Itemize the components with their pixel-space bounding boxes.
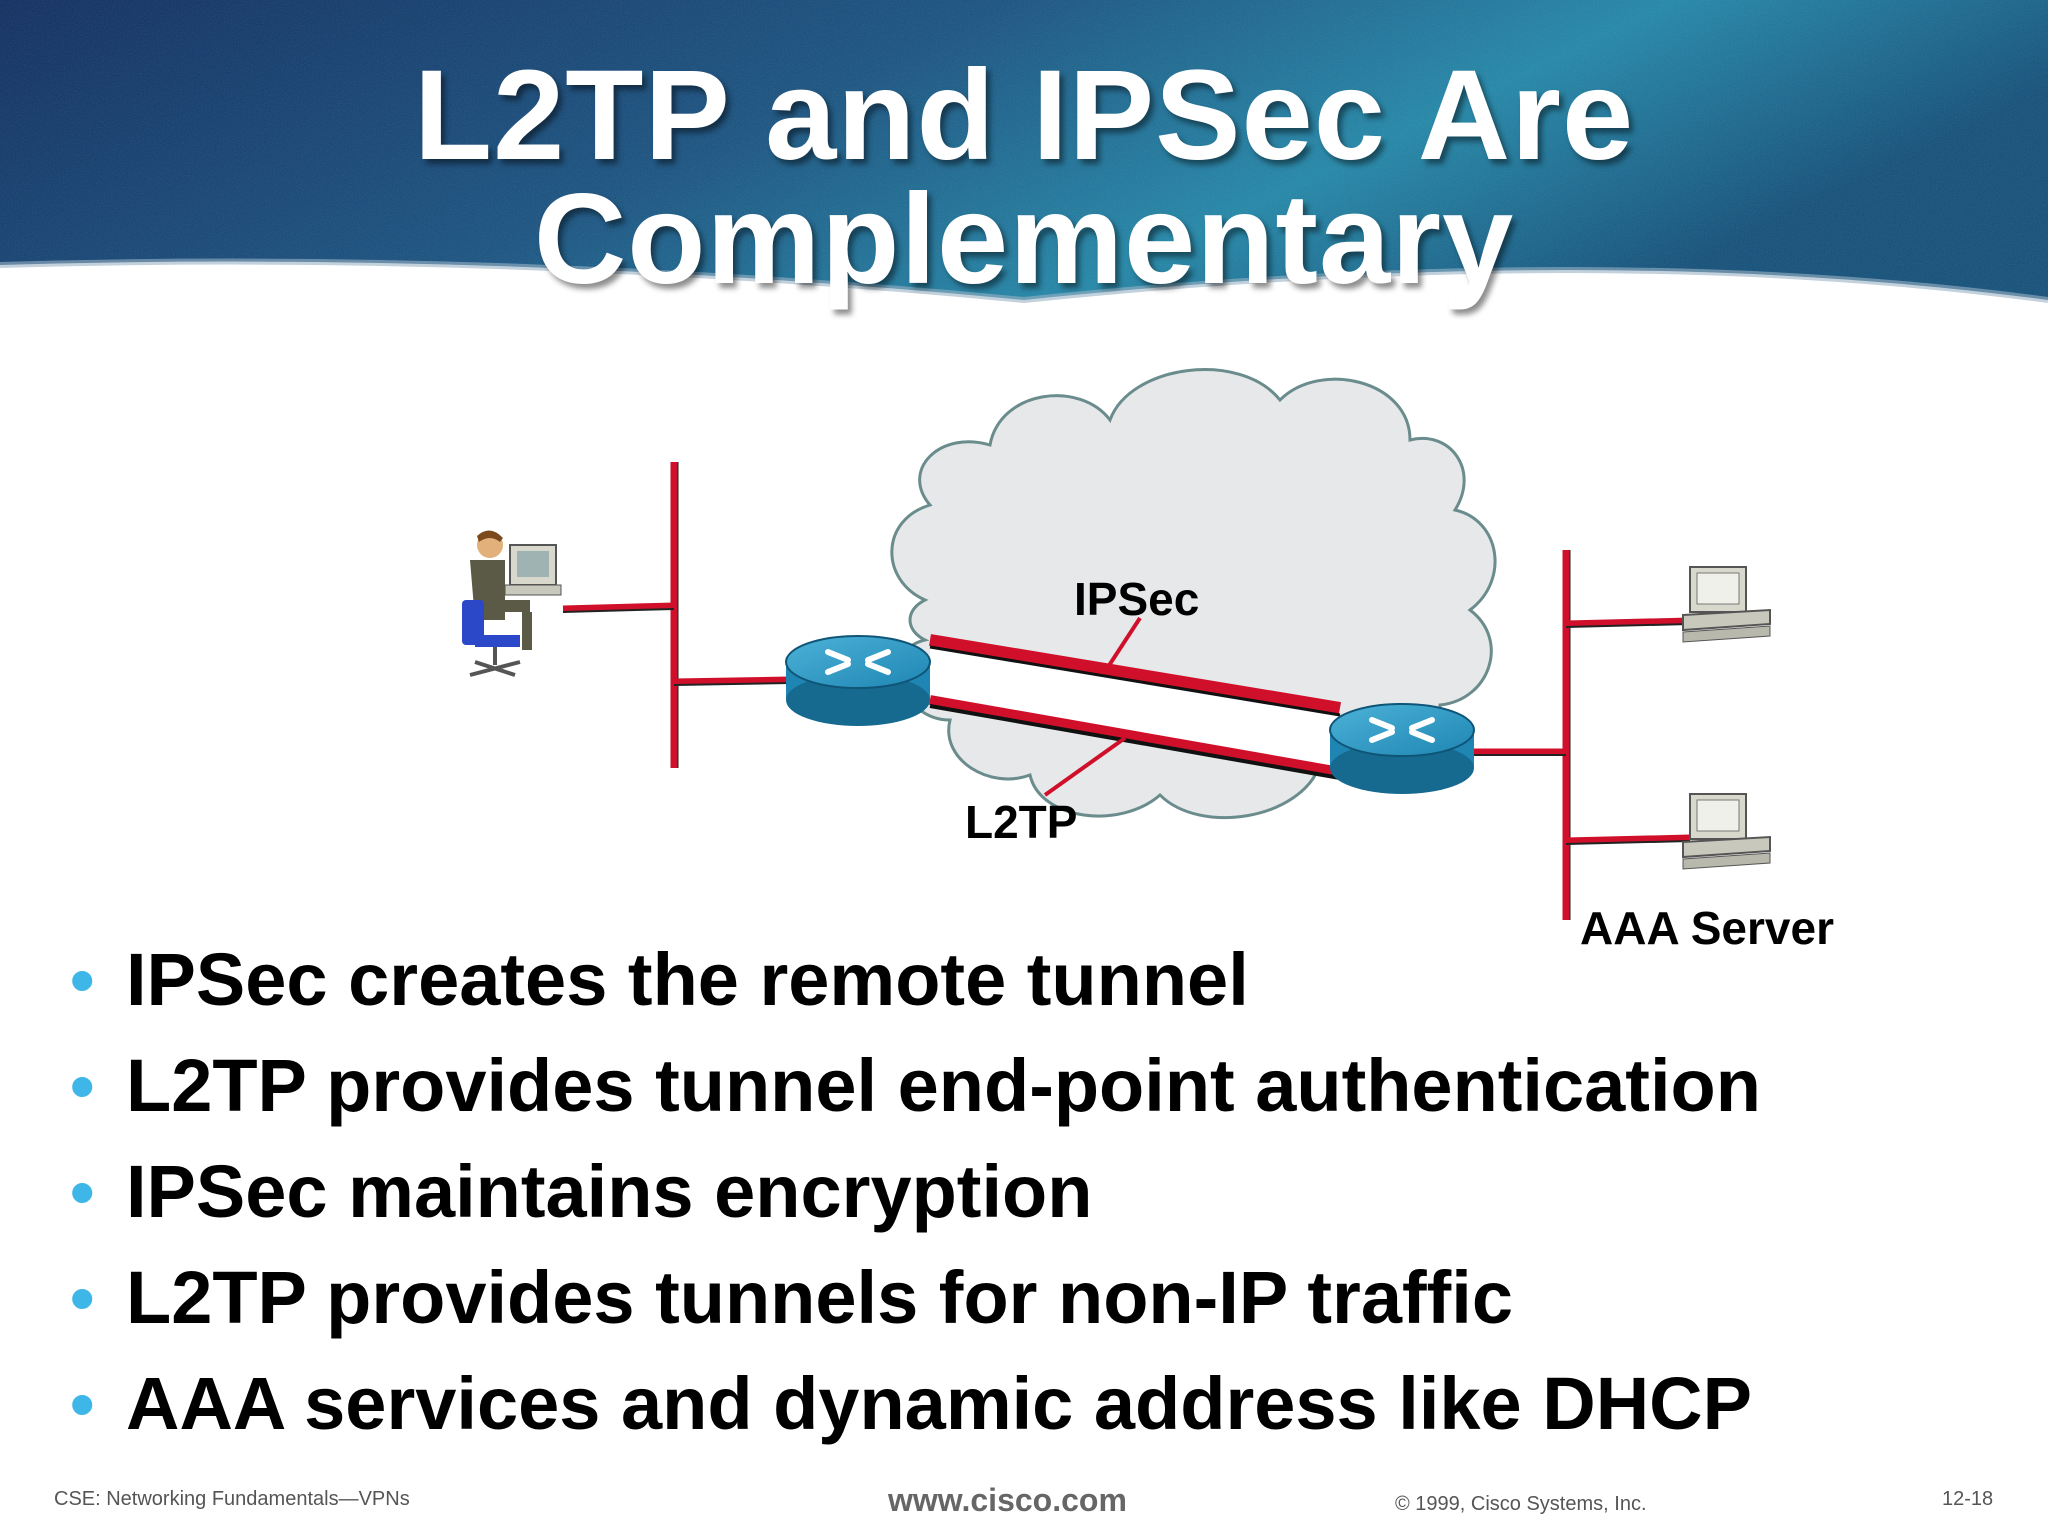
slide-title-line-1: L2TP and IPSec Are — [413, 44, 1635, 187]
bullet-text: IPSec maintains encryption — [126, 1150, 1093, 1233]
desktop-computer-icon — [1682, 793, 1771, 870]
footer-website: www.cisco.com — [888, 1482, 1127, 1518]
right-lan-segment — [1470, 550, 1691, 920]
router-icon — [785, 635, 931, 726]
desktop-computer-icon — [1682, 566, 1771, 643]
router-icon — [1329, 703, 1475, 794]
network-diagram: IPSec L2TP AAA Server — [462, 368, 1834, 954]
slide-title-line-2: Complementary — [533, 168, 1515, 311]
title-banner — [0, 0, 2048, 304]
bullet-item: • AAA services and dynamic address like D… — [70, 1354, 1761, 1460]
bullet-list: • IPSec creates the remote tunnel • L2TP p… — [70, 930, 1761, 1460]
user-at-workstation-icon — [462, 530, 562, 677]
bullet-dot-icon: • — [70, 1259, 95, 1337]
footer-course-title: CSE: Networking Fundamentals—VPNs — [54, 1488, 410, 1510]
bullet-item: • L2TP provides tunnel end-point authenti… — [70, 1036, 1761, 1142]
bullet-dot-icon: • — [70, 1047, 95, 1125]
ipsec-label: IPSec — [1074, 573, 1199, 625]
left-lan-segment — [562, 462, 791, 768]
bullet-dot-icon: • — [70, 1153, 95, 1231]
bullet-text: IPSec creates the remote tunnel — [126, 938, 1249, 1021]
bullet-text: AAA services and dynamic address like DH… — [126, 1362, 1752, 1445]
footer-page-number: 12-18 — [1942, 1488, 1994, 1510]
l2tp-label: L2TP — [965, 796, 1077, 848]
footer-copyright: © 1999, Cisco Systems, Inc. — [1395, 1493, 1647, 1515]
bullet-text: L2TP provides tunnels for non-IP traffic — [126, 1256, 1513, 1339]
bullet-dot-icon: • — [70, 941, 95, 1019]
bullet-text: L2TP provides tunnel end-point authentic… — [126, 1044, 1761, 1127]
bullet-dot-icon: • — [70, 1365, 95, 1443]
ipsec-l2tp-tunnel — [929, 616, 1341, 797]
bullet-item: • L2TP provides tunnels for non-IP traffi… — [70, 1248, 1761, 1354]
aaa-server-label: AAA Server — [1580, 902, 1834, 954]
bullet-item: • IPSec creates the remote tunnel — [70, 930, 1761, 1036]
bullet-item: • IPSec maintains encryption — [70, 1142, 1761, 1248]
